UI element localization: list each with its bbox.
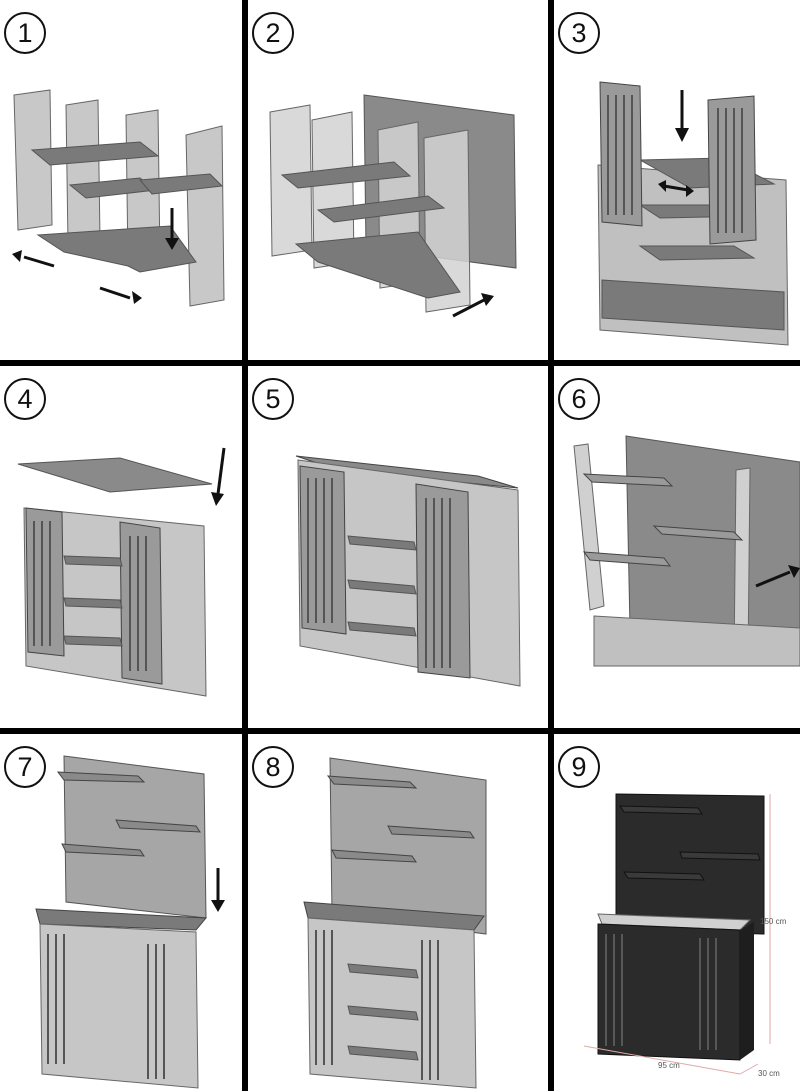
step-6-panel: 6 — [554, 366, 800, 728]
step-number-badge: 8 — [252, 746, 294, 788]
horizontal-divider-2 — [0, 728, 800, 734]
step-number-badge: 3 — [558, 12, 600, 54]
step-number-badge: 4 — [4, 378, 46, 420]
step-9-illustration: 150 cm 95 cm 30 cm — [583, 793, 787, 1078]
step-1-illustration — [12, 89, 225, 307]
step-2-panel: 2 — [248, 0, 548, 360]
vertical-divider-1 — [242, 0, 248, 1091]
step-3-panel: 3 — [554, 0, 800, 360]
step-number-badge: 1 — [4, 12, 46, 54]
dimension-lines — [583, 794, 771, 1075]
step-4-panel: 4 — [0, 366, 242, 728]
step-number-badge: 2 — [252, 12, 294, 54]
step-5-illustration — [295, 455, 521, 687]
step-3-illustration — [597, 81, 789, 346]
depth-dimension-label: 30 cm — [758, 1069, 780, 1078]
step-1-panel: 1 — [0, 0, 242, 360]
horizontal-divider-1 — [0, 360, 800, 366]
vertical-divider-2 — [548, 0, 554, 1091]
height-dimension-label: 150 cm — [760, 917, 787, 926]
step-2-illustration — [269, 94, 517, 318]
step-4-illustration — [17, 447, 226, 697]
width-dimension-label: 95 cm — [658, 1061, 680, 1070]
step-6-illustration — [573, 435, 800, 667]
step-number-badge: 9 — [558, 746, 600, 788]
step-9-panel: 9 150 cm 95 cm 30 cm — [554, 734, 800, 1091]
step-5-panel: 5 — [248, 366, 548, 728]
step-7-illustration — [35, 755, 225, 1089]
step-8-illustration — [303, 757, 487, 1089]
step-8-panel: 8 — [248, 734, 548, 1091]
step-7-panel: 7 — [0, 734, 242, 1091]
step-number-badge: 7 — [4, 746, 46, 788]
step-number-badge: 6 — [558, 378, 600, 420]
step-number-badge: 5 — [252, 378, 294, 420]
